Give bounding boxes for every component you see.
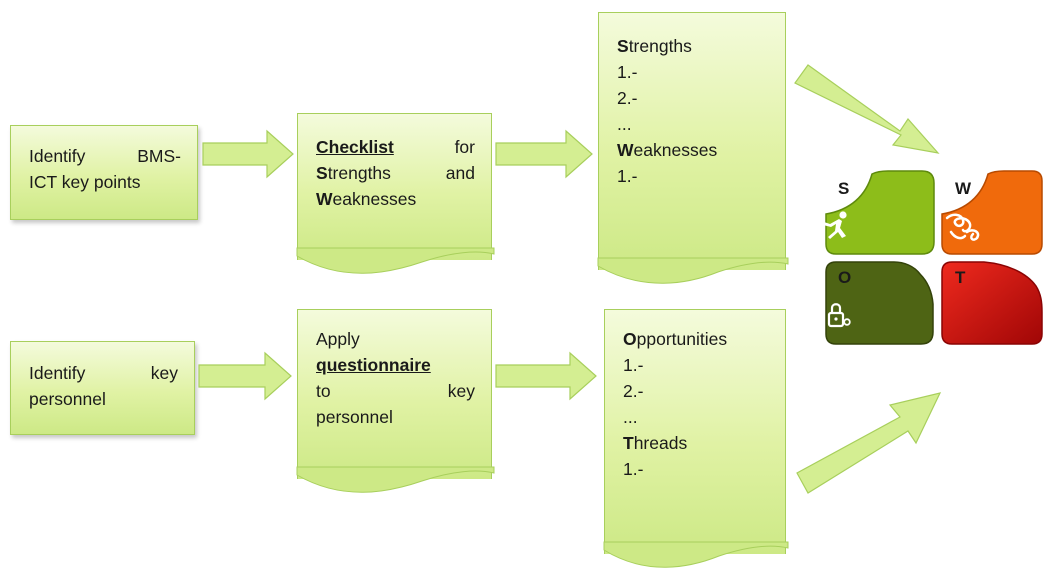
ot-item-3: 1.-	[623, 459, 644, 479]
identify-personnel-word2: key	[150, 363, 178, 383]
sw-item-3: 1.-	[617, 166, 638, 186]
swot-o-letter: O	[838, 268, 852, 287]
arrow-checklist-to-sw	[495, 129, 593, 179]
sw-strengths-rest: trengths	[628, 36, 692, 56]
checklist-doc-wave	[296, 247, 495, 274]
identify-personnel-line2: personnel	[29, 389, 106, 409]
checklist-s-initial: S	[316, 163, 328, 183]
swot-o-tile	[825, 261, 934, 345]
ot-item-1: 1.-	[623, 355, 644, 375]
sw-weaknesses-rest: eaknesses	[633, 140, 718, 160]
strengths-weaknesses-list: Strengths 1.- 2.- ... Weaknesses 1.-	[597, 12, 789, 284]
tangled-figure-icon	[945, 213, 980, 241]
questionnaire-key: key	[447, 381, 475, 401]
questionnaire-title: questionnaire	[316, 355, 431, 375]
identify-personnel-word1: Identify	[29, 363, 86, 383]
identify-bms-line1: Identify BMS-	[29, 146, 181, 166]
sw-item-2: 2.-	[617, 88, 638, 108]
ot-ellipsis: ...	[623, 407, 638, 427]
ot-doc-wave	[603, 541, 789, 568]
ot-threads-rest: hreads	[633, 433, 688, 453]
padlock-icon	[827, 303, 851, 328]
questionnaire-doc-wave	[296, 466, 495, 493]
identify-personnel-box: Identify key personnel	[10, 341, 195, 435]
opportunities-threads-list: Opportunities 1.- 2.- ... Threads 1.-	[603, 309, 789, 568]
checklist-box: Checklist for Strengths and Weaknesses	[296, 113, 495, 274]
questionnaire-box: Apply questionnaire to key personnel	[296, 309, 495, 493]
checklist-w-initial: W	[316, 189, 333, 209]
swot-w-tile	[941, 170, 1043, 255]
sw-doc-wave	[597, 257, 789, 284]
questionnaire-personnel: personnel	[316, 407, 393, 427]
arrow-sw-to-swot	[794, 64, 940, 154]
sw-ellipsis: ...	[617, 114, 632, 134]
sw-item-1: 1.-	[617, 62, 638, 82]
checklist-strengths-rest: trengths	[327, 163, 391, 183]
checklist-weaknesses-rest: eaknesses	[332, 189, 417, 209]
questionnaire-apply: Apply	[316, 329, 360, 349]
arrow-questionnaire-to-ot	[495, 351, 597, 401]
identify-bms-line2: ICT key points	[29, 172, 141, 192]
sw-s-initial: S	[617, 36, 629, 56]
swot-t-tile	[941, 261, 1043, 345]
ot-o-initial: O	[623, 329, 637, 349]
checklist-for: for	[454, 137, 475, 157]
ot-opportunities-rest: pportunities	[636, 329, 728, 349]
skater-icon	[823, 211, 847, 239]
swot-t-letter: T	[955, 268, 966, 287]
arrow-ot-to-swot	[796, 392, 942, 494]
questionnaire-to: to	[316, 381, 331, 401]
arrow-bms-to-checklist	[202, 129, 294, 179]
identify-bms-ict-box: Identify BMS- ICT key points	[10, 125, 198, 220]
sw-w-initial: W	[617, 140, 634, 160]
swot-s-letter: S	[838, 179, 850, 198]
checklist-title: Checklist	[316, 137, 394, 157]
swot-s-tile	[825, 170, 935, 255]
arrow-personnel-to-questionnaire	[198, 351, 292, 401]
checklist-and: and	[445, 163, 475, 183]
ot-t-initial: T	[623, 433, 634, 453]
swot-w-letter: W	[955, 179, 972, 198]
ot-item-2: 2.-	[623, 381, 644, 401]
